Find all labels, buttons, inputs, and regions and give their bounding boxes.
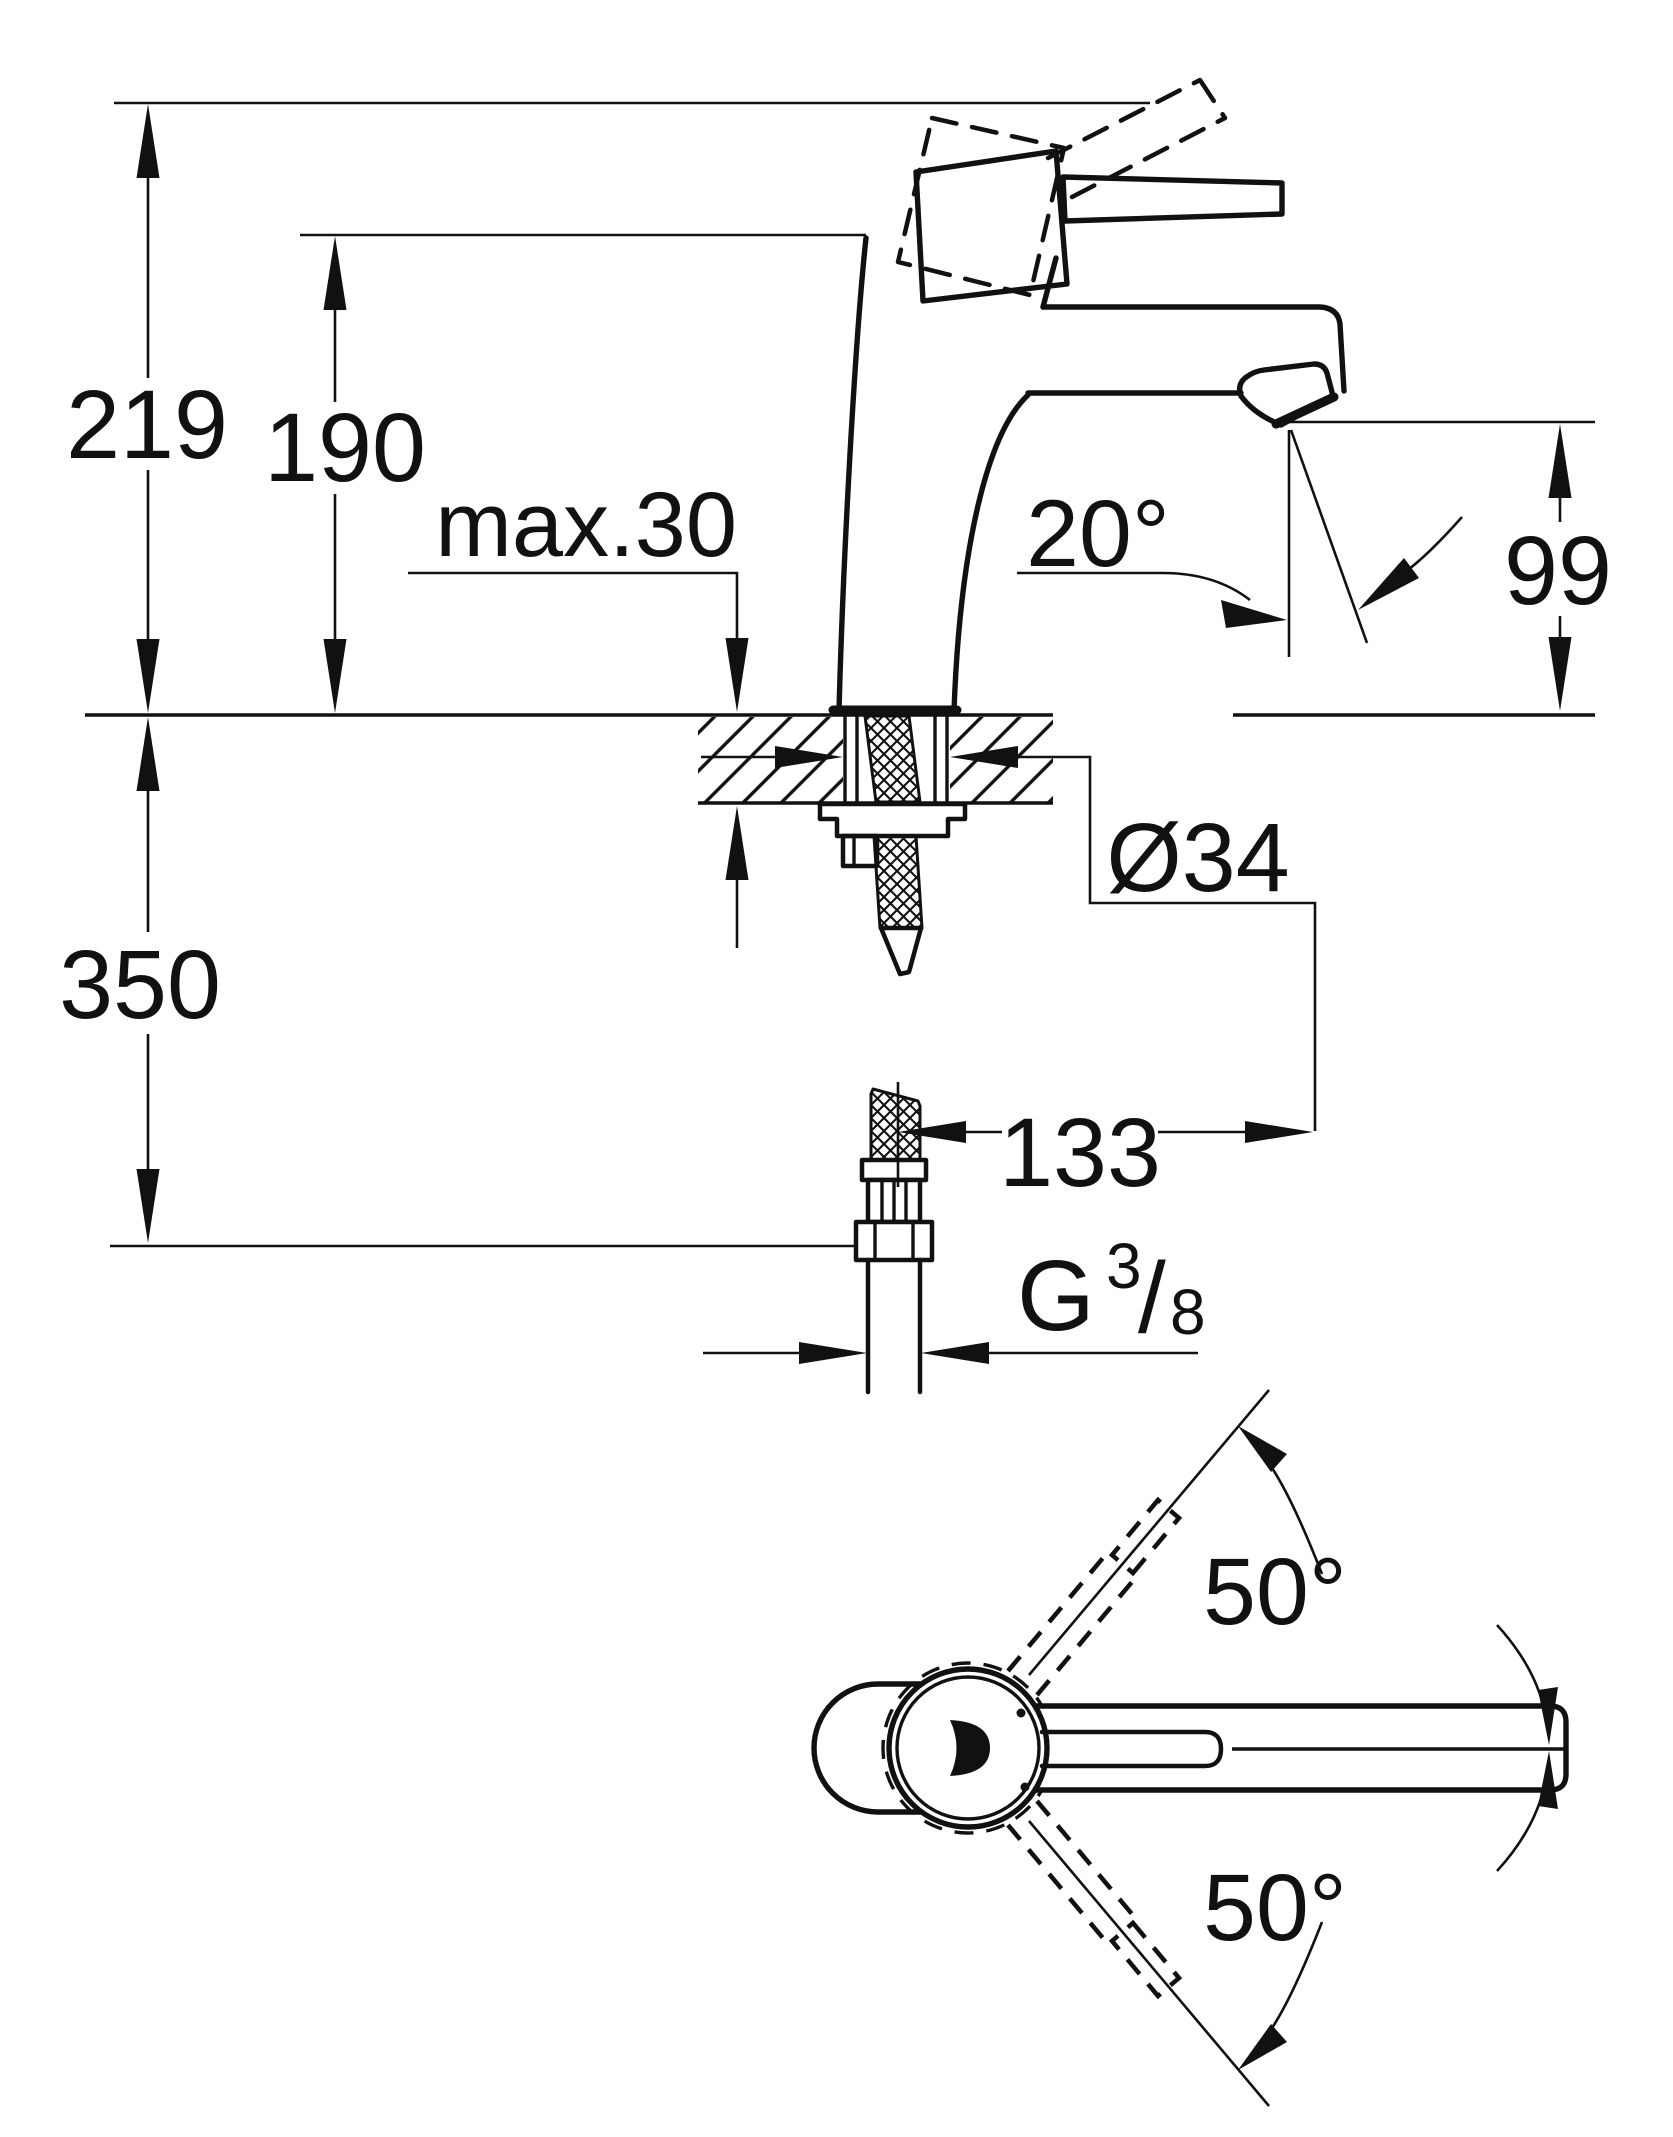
top-view: 50° 50° (811, 1389, 1569, 2107)
arrow-down-icon (725, 638, 749, 712)
label-99: 99 (1504, 516, 1612, 625)
dim-outlet-height: 99 (1504, 424, 1612, 711)
connection-nut (853, 1219, 935, 1263)
shank-thread-end (840, 833, 880, 869)
screw-dot-lower (1020, 1782, 1030, 1792)
angle-arc (1270, 1467, 1324, 1575)
angle-side-line (1028, 1389, 1270, 1676)
mounting-flange (817, 801, 968, 839)
dim-below-deck-depth: 350 (59, 717, 221, 1243)
arrow-left-icon (921, 1342, 989, 1364)
dim-thread-size: G 3 / 8 (703, 1230, 1206, 1364)
spout-top (1040, 304, 1347, 394)
arrow-right-icon (1245, 1121, 1313, 1143)
angle-side-line (1028, 1820, 1270, 2107)
arrow-right-icon (775, 746, 843, 768)
dim-overall-height: 219 (66, 104, 228, 713)
handle-rotated-down-dashed (1006, 1799, 1183, 2000)
arrow-up-icon (323, 236, 347, 310)
cap-raised-dashed (895, 115, 1067, 298)
arrow-right-icon (1221, 600, 1287, 628)
curved-leader (1408, 516, 1463, 571)
label-max30: max.30 (435, 474, 737, 576)
hose-braid-below-deck (872, 834, 924, 930)
dim-spout-reach: 133 (896, 1082, 1313, 1207)
handle-rotated-up-dashed (1006, 1496, 1183, 1697)
handle-grip-dashed (1108, 1496, 1183, 1577)
leader-line (1014, 755, 1317, 1131)
label-50deg-up: 50° (1203, 1539, 1347, 1645)
arrow-up-left-icon (1238, 1426, 1287, 1472)
arrow-up-icon (1538, 1751, 1558, 1809)
leader-line (408, 571, 739, 645)
connection-nut-facets (873, 1220, 915, 1262)
hose-braid-in-shank (863, 714, 922, 804)
arrow-up-icon (725, 806, 749, 880)
arrow-down-left-icon (1238, 2024, 1287, 2070)
label-o34: Ø34 (1106, 803, 1289, 912)
handle-grip-dashed (1108, 1919, 1183, 2000)
faucet-outline (828, 77, 1347, 715)
below-deck-assembly (817, 801, 968, 1395)
spray-direction (1289, 429, 1369, 644)
hose-tube (865, 1257, 923, 1395)
leader-line (1017, 571, 1251, 602)
handle-shaft-dashed (1006, 1799, 1139, 1946)
body-left-edge (836, 235, 869, 714)
reference-lines (85, 101, 1595, 1248)
screw-dot-upper (1016, 1708, 1026, 1718)
arrow-up-icon (136, 717, 160, 791)
valve-body-inner-circle (895, 1675, 1041, 1821)
cap-housing (913, 148, 1070, 304)
aerator-outlet-face (1271, 392, 1339, 429)
handle-grip-outline (1039, 1729, 1224, 1769)
arrow-down-icon (1538, 1687, 1558, 1745)
hose-collar (859, 1157, 929, 1183)
hose-tip-upper (878, 925, 924, 977)
label-20deg: 20° (1026, 481, 1170, 587)
side-view: 219 190 max.30 350 (59, 77, 1612, 1395)
dim-spout-height: 190 (264, 236, 426, 713)
dim-swivel-up: 50° (1028, 1389, 1558, 1745)
label-thread-denominator: 8 (1170, 1276, 1206, 1348)
label-50deg-down: 50° (1203, 1855, 1347, 1961)
handle-shaft-dashed (1006, 1550, 1139, 1697)
label-thread-slash: / (1138, 1242, 1166, 1354)
label-thread-g: G (1017, 1240, 1095, 1352)
label-thread-numerator: 3 (1106, 1230, 1142, 1302)
cartridge-stem-mark (950, 1720, 990, 1776)
dim-deck-thickness: max.30 (408, 474, 749, 948)
aerator (1236, 361, 1336, 428)
label-350: 350 (59, 930, 221, 1039)
dim-hole-diameter: Ø34 (701, 746, 1317, 1131)
angle-arc (1270, 1921, 1324, 2029)
arrow-left-icon (950, 746, 1018, 768)
arrow-down-icon (136, 639, 160, 713)
arrow-right-icon (799, 1342, 867, 1364)
arrow-down-icon (323, 639, 347, 713)
arrow-down-left-icon (1358, 558, 1419, 610)
dim-swivel-down: 50° (1028, 1751, 1558, 2107)
arrow-up-icon (1548, 424, 1572, 498)
lever-handle (1060, 174, 1285, 224)
arrow-left-icon (898, 1121, 966, 1143)
body-shoulder (1040, 255, 1059, 310)
hose-fitting-ribs (880, 1178, 908, 1224)
label-190: 190 (264, 393, 426, 502)
lever-handle-raised-dashed (1045, 77, 1228, 200)
dim-spray-angle: 20° (1017, 429, 1463, 657)
handle-bar-outline (1032, 1703, 1569, 1793)
label-219: 219 (66, 370, 228, 479)
arrow-down-icon (1548, 637, 1572, 711)
arrow-up-icon (136, 104, 160, 178)
arrow-down-icon (136, 1169, 160, 1243)
body-right-edge (951, 392, 1031, 714)
label-133: 133 (999, 1098, 1161, 1207)
hose-braid-lower-tip (869, 1087, 922, 1162)
